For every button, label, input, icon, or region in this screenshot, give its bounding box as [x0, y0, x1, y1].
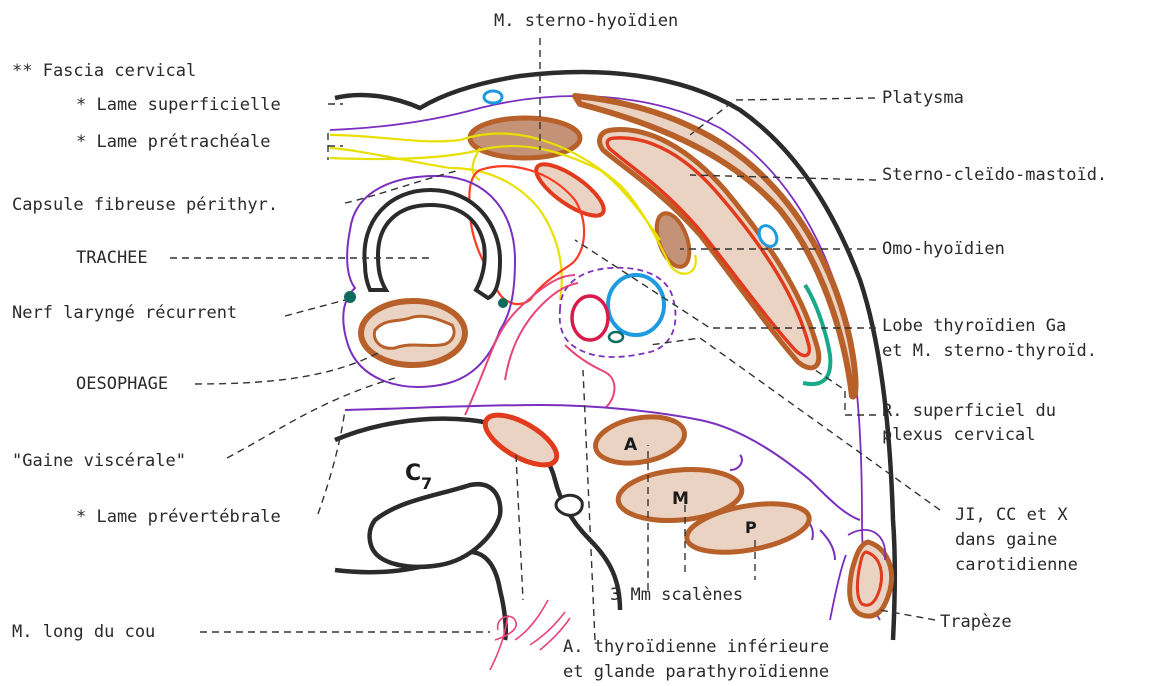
- label-lame-prevertebrale: * Lame prévertébrale: [76, 507, 281, 527]
- label-scalenes: 3 Mm scalènes: [610, 585, 743, 605]
- recurrent-nerve-right: [498, 298, 508, 308]
- label-lame-superficielle: * Lame superficielle: [76, 95, 281, 115]
- scalene-a-letter: A: [624, 435, 638, 455]
- label-gaine-viscerale: "Gaine viscérale": [12, 451, 186, 471]
- anterior-jugular-vein: [484, 91, 502, 103]
- vertebra-c-letter: C: [405, 461, 421, 486]
- scalene-p-letter: P: [745, 518, 757, 537]
- label-ji-cc-x-2: dans gaine: [955, 530, 1057, 550]
- label-capsule: Capsule fibreuse périthyr.: [12, 195, 278, 215]
- label-fascia-cervical: ** Fascia cervical: [12, 61, 196, 81]
- label-nerf-larynge: Nerf laryngé récurrent: [12, 303, 237, 323]
- label-lobe-thyroidien-1: Lobe thyroïdien Ga: [882, 316, 1066, 336]
- oesophagus-lumen: [374, 316, 454, 348]
- label-a-thyroidienne-2: et glande parathyroïdienne: [563, 662, 829, 682]
- label-trachee: TRACHEE: [76, 248, 148, 268]
- label-r-superficiel-1: R. superficiel du: [882, 401, 1056, 421]
- label-scm: Sterno-cleïdo-mastoïd.: [882, 165, 1107, 185]
- label-sterno-hyoidien: M. sterno-hyoïdien: [494, 11, 678, 31]
- scalene-anterior: [592, 411, 688, 470]
- label-long-du-cou: M. long du cou: [12, 622, 155, 642]
- label-lobe-thyroidien-2: et M. sterno-thyroïd.: [882, 341, 1097, 361]
- label-a-thyroidienne-1: A. thyroïdienne inférieure: [563, 637, 829, 657]
- scalene-m-letter: M: [672, 489, 689, 509]
- label-trapeze: Trapèze: [940, 612, 1012, 632]
- label-ji-cc-x-3: carotidienne: [955, 555, 1078, 575]
- trachea-ring: [364, 190, 500, 298]
- transverse-foramen: [556, 495, 582, 515]
- longus-colli-muscle: [478, 405, 564, 474]
- jugular-vein: [608, 275, 664, 335]
- label-ji-cc-x-1: JI, CC et X: [955, 505, 1068, 525]
- carotid-artery: [572, 296, 608, 340]
- vagus-nerve: [609, 332, 623, 342]
- label-lame-pretracheale: * Lame prétrachéale: [76, 132, 270, 152]
- label-omo-hyoidien: Omo-hyoïdien: [882, 239, 1005, 259]
- label-oesophage: OESOPHAGE: [76, 374, 168, 394]
- recurrent-nerve-left: [344, 291, 356, 303]
- vertebra-c-subscript: 7: [421, 474, 432, 493]
- label-r-superficiel-2: plexus cervical: [882, 425, 1036, 445]
- sterno-hyoid-muscle: [470, 118, 580, 158]
- label-platysma: Platysma: [882, 88, 964, 108]
